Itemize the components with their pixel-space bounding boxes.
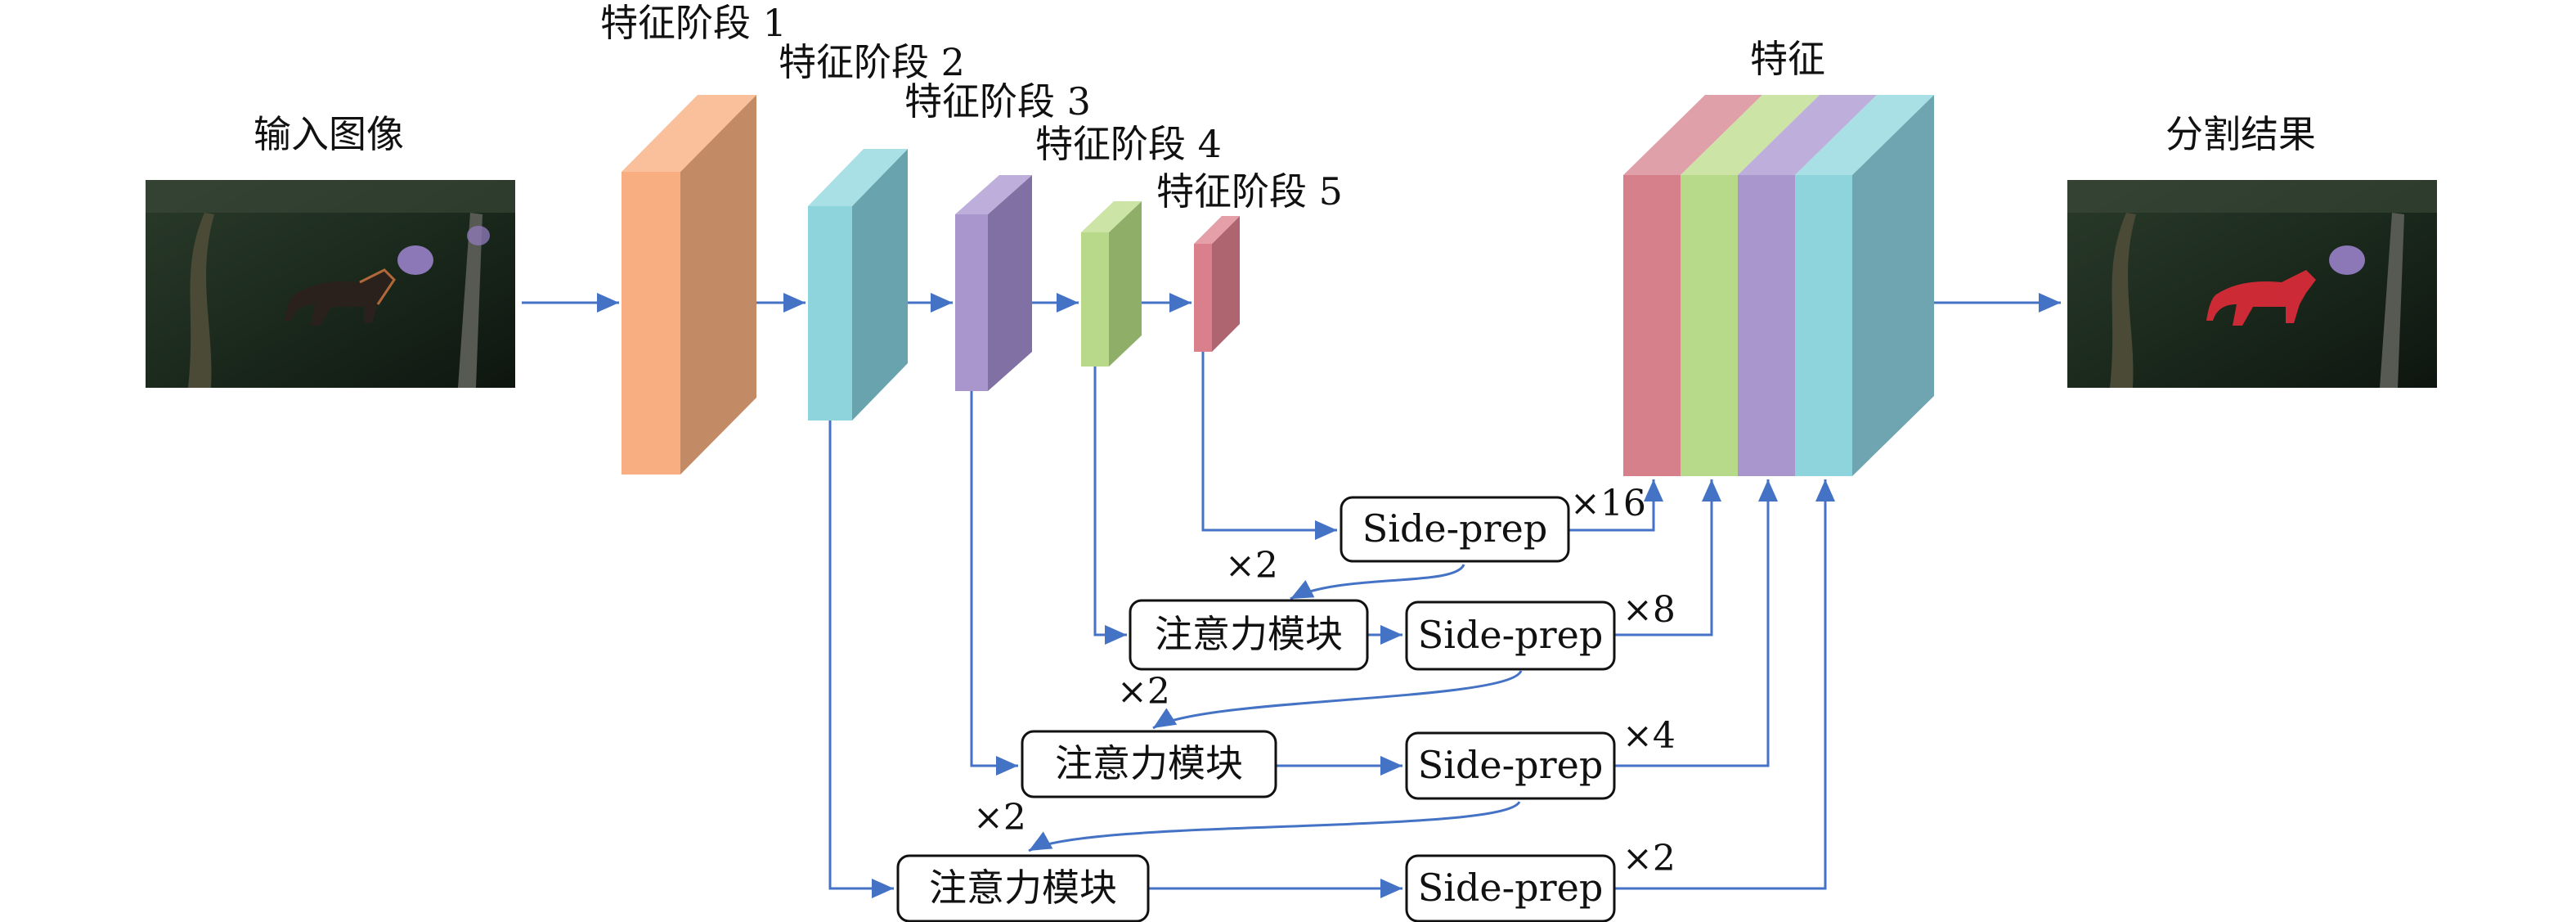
- side-prep-node-3-label: Side-prep: [1418, 743, 1604, 787]
- attention-node-3-label: 注意力模块: [929, 866, 1117, 910]
- dog-mask: [2206, 270, 2316, 326]
- mult-x2-output: ×2: [1622, 838, 1676, 879]
- attention-node-1: 注意力模块: [1129, 599, 1369, 671]
- pipeline-arrows: [522, 293, 2061, 898]
- output-image: [2067, 180, 2437, 388]
- attention-node-2-label: 注意力模块: [1055, 741, 1243, 785]
- mult-x2-up2: ×2: [1117, 671, 1170, 713]
- dog-silhouette: [285, 268, 396, 326]
- input-image: [146, 180, 515, 388]
- input-image-label: 输入图像: [254, 112, 404, 156]
- stage2-block: [808, 149, 908, 421]
- side-prep-node-2: Side-prep: [1405, 600, 1616, 671]
- side-prep-node-4: Side-prep: [1405, 854, 1616, 922]
- stage2-label: 特征阶段 2: [779, 40, 965, 84]
- stage4-label: 特征阶段 4: [1035, 122, 1222, 166]
- stage1-block: [622, 95, 756, 474]
- mult-x2-up1: ×2: [1225, 545, 1278, 587]
- attention-node-1-label: 注意力模块: [1155, 612, 1343, 656]
- stage3-block: [955, 175, 1032, 391]
- stage5-block: [1194, 216, 1240, 352]
- mult-x8: ×8: [1622, 589, 1676, 631]
- side-prep-node-4-label: Side-prep: [1418, 866, 1604, 910]
- side-prep-node-2-label: Side-prep: [1418, 613, 1604, 657]
- stage1-label: 特征阶段 1: [600, 1, 787, 45]
- mult-x2-up3: ×2: [973, 797, 1026, 839]
- mult-x4: ×4: [1622, 715, 1676, 757]
- feature-label: 特征: [1750, 37, 1825, 81]
- side-prep-node-3: Side-prep: [1405, 731, 1616, 800]
- result-label: 分割结果: [2165, 112, 2316, 156]
- attention-node-3: 注意力模块: [896, 854, 1150, 922]
- stage3-label: 特征阶段 3: [904, 79, 1091, 124]
- attention-node-2: 注意力模块: [1021, 730, 1277, 798]
- feature-block: [1623, 95, 1934, 476]
- side-prep-node-1: Side-prep: [1340, 496, 1570, 563]
- mult-x16: ×16: [1570, 483, 1646, 524]
- stage4-block: [1081, 201, 1142, 367]
- side-prep-node-1-label: Side-prep: [1362, 506, 1548, 551]
- stage5-label: 特征阶段 5: [1156, 169, 1343, 214]
